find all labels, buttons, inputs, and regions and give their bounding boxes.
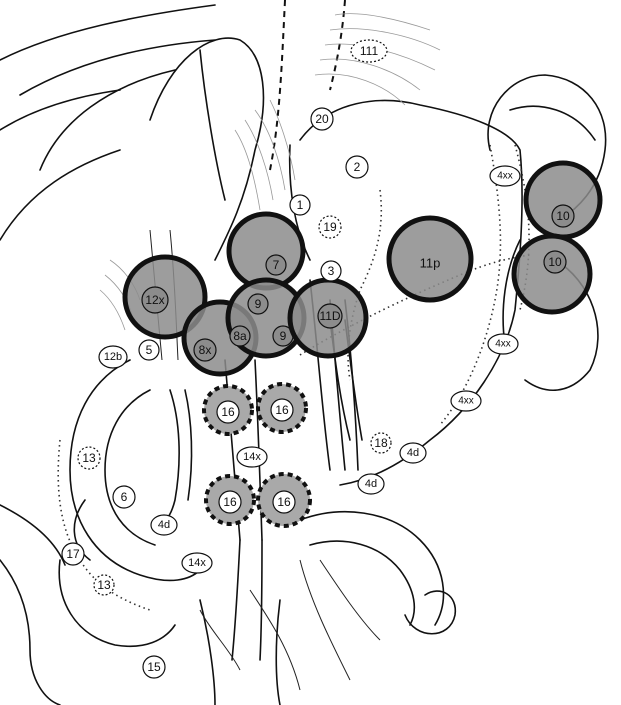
- station-18[interactable]: 18: [371, 433, 391, 453]
- station-label: 4xx: [495, 339, 511, 350]
- station-label: 18: [374, 436, 388, 450]
- station-5[interactable]: 5: [139, 340, 159, 360]
- station-label: 14x: [188, 557, 206, 569]
- station-label: 16: [277, 495, 291, 509]
- station-label: 10: [548, 255, 562, 269]
- station-16-upper-right[interactable]: 16: [258, 384, 306, 432]
- station-17[interactable]: 17: [62, 543, 84, 565]
- station-label: 4xx: [497, 171, 513, 182]
- station-16-lower-left[interactable]: 16: [206, 476, 254, 524]
- station-14x-upper[interactable]: 14x: [237, 447, 267, 467]
- station-20[interactable]: 20: [311, 108, 333, 130]
- station-15[interactable]: 15: [143, 656, 165, 678]
- station-111[interactable]: 111: [351, 40, 387, 62]
- station-label: 9: [280, 329, 287, 343]
- station-16-upper-left[interactable]: 16: [204, 386, 252, 434]
- station-4d-left[interactable]: 4d: [151, 515, 177, 535]
- station-label: 20: [315, 112, 329, 126]
- station-label: 19: [323, 220, 337, 234]
- station-1[interactable]: 1: [290, 195, 310, 215]
- station-label: 16: [275, 403, 289, 417]
- station-10-upper-highlight[interactable]: 10: [526, 163, 600, 237]
- station-label: 15: [147, 660, 161, 674]
- station-label: 4xx: [458, 396, 474, 407]
- station-label: 4d: [158, 519, 170, 531]
- station-label: 3: [328, 264, 335, 278]
- station-label: 12x: [145, 293, 164, 307]
- station-label: 8a: [233, 329, 247, 343]
- station-label: 16: [223, 495, 237, 509]
- highlighted-station-group: 7 11p 10 10 12x 8x 9: [125, 163, 600, 374]
- station-11d-highlight[interactable]: 11D: [290, 280, 366, 356]
- station-12b[interactable]: 12b: [99, 346, 127, 368]
- station-13-upper[interactable]: 13: [78, 447, 100, 469]
- station-label: 5: [146, 343, 153, 357]
- station-label: 14x: [243, 451, 261, 463]
- station-label: 7: [273, 258, 280, 272]
- station-label: 4d: [407, 447, 419, 459]
- station-4xx-low[interactable]: 4xx: [451, 391, 481, 411]
- station-2[interactable]: 2: [346, 156, 368, 178]
- station-label: 4d: [365, 478, 377, 490]
- station-label: 8x: [199, 343, 212, 357]
- station-label: 16: [221, 405, 235, 419]
- station-10-lower-highlight[interactable]: 10: [514, 236, 590, 312]
- station-13-lower[interactable]: 13: [94, 575, 114, 595]
- station-label: 13: [82, 451, 96, 465]
- station-6[interactable]: 6: [113, 486, 135, 508]
- station-4xx-top[interactable]: 4xx: [490, 166, 520, 186]
- station-4xx-mid[interactable]: 4xx: [488, 334, 518, 354]
- anatomy-outlines: [0, 0, 606, 705]
- station-label: 1: [297, 198, 304, 212]
- station-label: 12b: [104, 351, 122, 363]
- station-label: 13: [97, 578, 111, 592]
- station-label: 2: [354, 160, 361, 174]
- station-label: 17: [66, 547, 80, 561]
- station-19[interactable]: 19: [319, 216, 341, 238]
- station-7-highlight[interactable]: 7: [229, 214, 303, 288]
- station-4d-right[interactable]: 4d: [400, 443, 426, 463]
- station-marker-group: 20 2 1 19 3 111 4xx 4xx: [62, 40, 520, 678]
- station-14x-lower[interactable]: 14x: [182, 553, 212, 573]
- station-label: 11p: [420, 256, 441, 271]
- station-label: 10: [556, 209, 570, 223]
- station-16-lower-right[interactable]: 16: [258, 474, 310, 526]
- station-label: 9: [255, 297, 262, 311]
- station-4d-mid[interactable]: 4d: [358, 474, 384, 494]
- station-label: 6: [121, 490, 128, 504]
- station-label: 11D: [319, 309, 340, 323]
- station-3[interactable]: 3: [321, 261, 341, 281]
- station-11p-highlight[interactable]: 11p: [389, 218, 471, 300]
- station-label: 111: [360, 44, 379, 58]
